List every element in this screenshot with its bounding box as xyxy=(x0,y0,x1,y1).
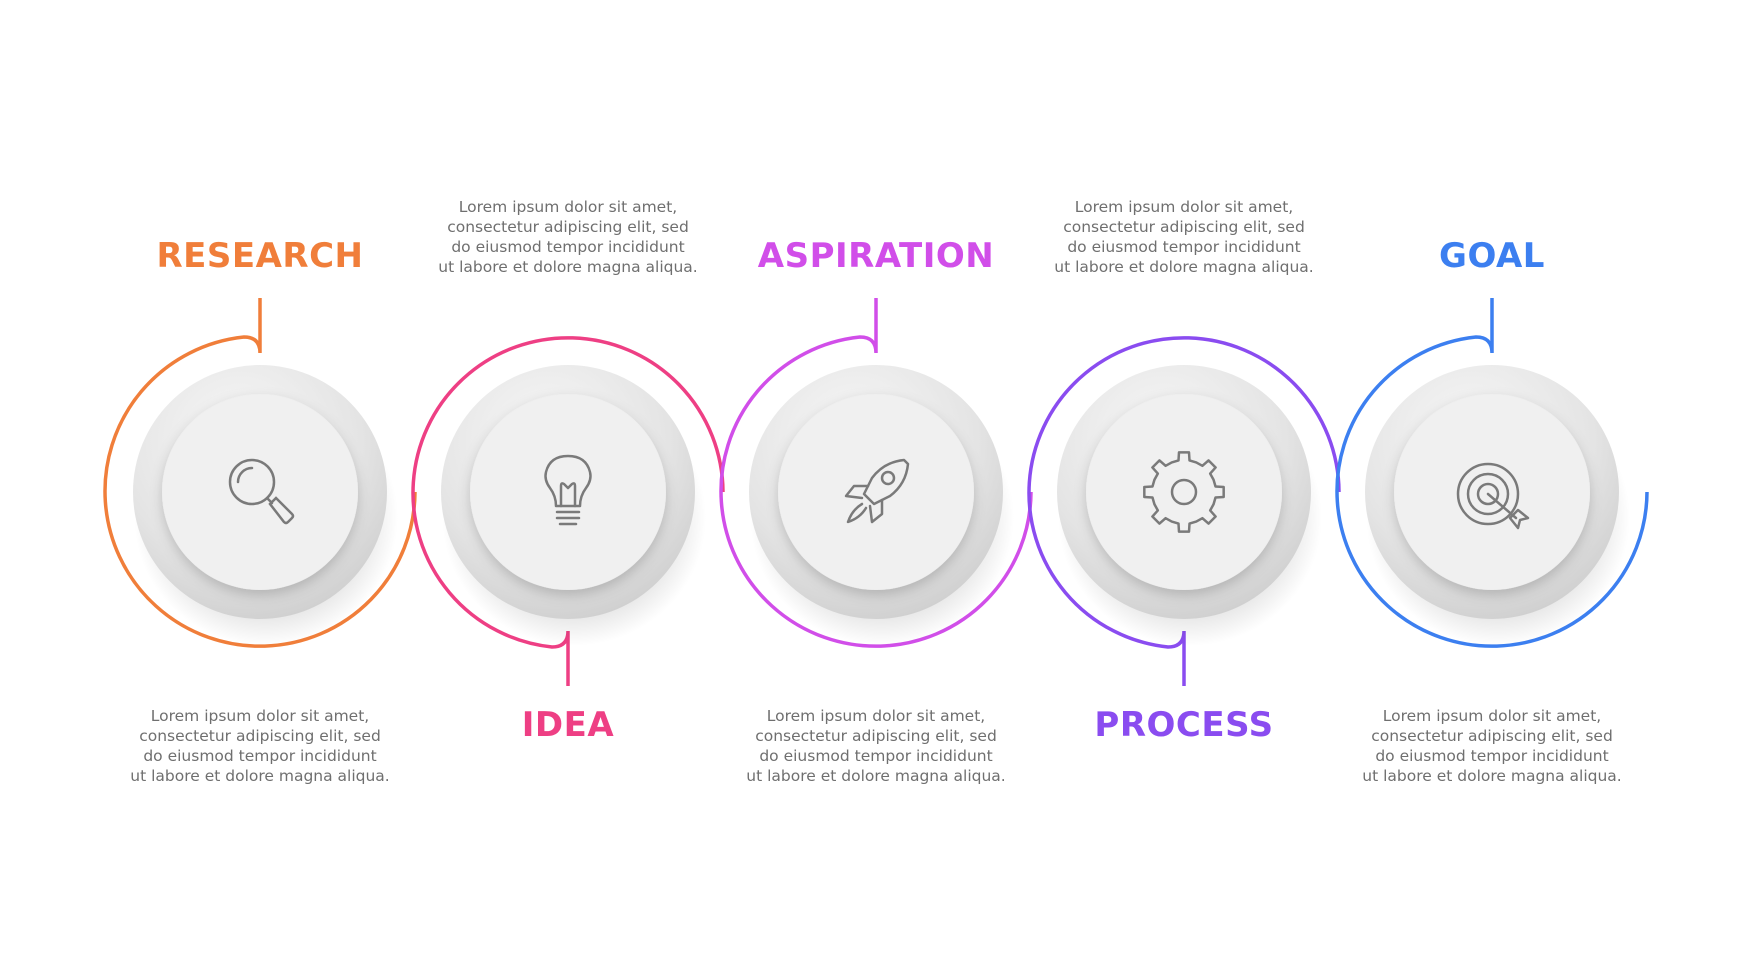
gear-icon xyxy=(1136,444,1232,540)
flow-segment-process xyxy=(1027,336,1341,686)
step-title-aspiration: ASPIRATION xyxy=(757,236,995,276)
step-node-process xyxy=(1057,365,1322,646)
step-title-goal: GOAL xyxy=(1439,236,1545,276)
step-title-process: PROCESS xyxy=(1094,705,1274,745)
flow-segment-aspiration xyxy=(719,298,1033,648)
step-description-process: Lorem ipsum dolor sit amet,consectetur a… xyxy=(1054,198,1314,276)
target-icon xyxy=(1444,444,1540,540)
magnifier-icon xyxy=(212,444,308,540)
step-node-idea xyxy=(441,365,706,646)
step-node-aspiration xyxy=(749,365,1014,646)
step-node-research xyxy=(133,365,398,646)
flow-segment-research xyxy=(103,298,417,648)
step-description-goal: Lorem ipsum dolor sit amet,consectetur a… xyxy=(1362,707,1622,785)
step-description-aspiration: Lorem ipsum dolor sit amet,consectetur a… xyxy=(746,707,1006,785)
step-title-research: RESEARCH xyxy=(156,236,364,276)
step-description-research: Lorem ipsum dolor sit amet,consectetur a… xyxy=(130,707,390,785)
flow-segment-goal xyxy=(1335,298,1649,648)
flow-segment-idea xyxy=(411,336,725,686)
step-description-idea: Lorem ipsum dolor sit amet,consectetur a… xyxy=(438,198,698,276)
step-node-goal xyxy=(1365,365,1630,646)
rocket-icon xyxy=(828,444,924,540)
step-title-idea: IDEA xyxy=(521,705,615,745)
lightbulb-icon xyxy=(520,444,616,540)
